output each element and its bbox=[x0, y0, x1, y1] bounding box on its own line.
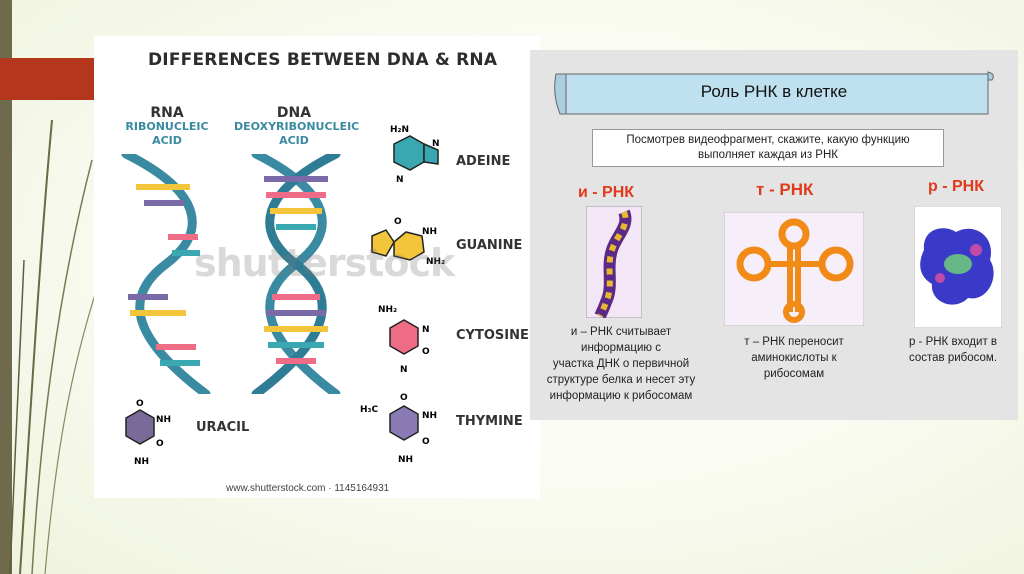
svg-text:NH: NH bbox=[156, 415, 171, 425]
trna-label: т - РНК bbox=[756, 180, 814, 199]
dna-heading: DNA DEOXYRIBONUCLEIC ACID bbox=[234, 105, 360, 147]
trna-cloverleaf-image bbox=[724, 212, 864, 326]
rna-strand-illustration bbox=[121, 154, 211, 394]
watermark: shutterstock bbox=[194, 241, 455, 285]
svg-text:NH: NH bbox=[422, 411, 437, 421]
cytosine-molecule-icon: NH₂ N O N bbox=[378, 305, 430, 375]
svg-text:NH: NH bbox=[398, 455, 413, 465]
svg-text:O: O bbox=[400, 393, 408, 403]
accent-bar bbox=[0, 58, 94, 100]
trna-description: т – РНК переносит аминокислоты к рибосом… bbox=[744, 336, 844, 380]
image-credit: www.shutterstock.com · 1145164931 bbox=[226, 483, 390, 494]
mrna-strand-image bbox=[586, 206, 642, 318]
svg-text:NH: NH bbox=[134, 457, 149, 467]
svg-text:N: N bbox=[422, 325, 430, 335]
guanine-molecule-icon: O NH NH₂ bbox=[371, 217, 445, 267]
svg-text:H₃C: H₃C bbox=[360, 405, 378, 415]
mrna-label: и - РНК bbox=[578, 184, 635, 201]
rna-heading: RNA RIBONUCLEIC ACID bbox=[125, 105, 209, 147]
question-box: Посмотрев видеофрагмент, скажите, какую … bbox=[592, 129, 944, 167]
svg-text:N: N bbox=[400, 365, 408, 375]
guanine-label: GUANINE bbox=[456, 238, 523, 253]
cytosine-label: CYTOSINE bbox=[456, 328, 529, 343]
ribosome-image bbox=[914, 206, 1002, 328]
adenine-label: ADEINE bbox=[456, 154, 511, 169]
svg-text:O: O bbox=[394, 217, 402, 227]
dna-helix-illustration bbox=[251, 154, 341, 394]
mrna-description: и – РНК считывает информацию с участка Д… bbox=[546, 326, 696, 402]
uracil-molecule-icon: O NH O NH bbox=[125, 399, 171, 467]
adenine-molecule-icon: H₂N N N bbox=[390, 125, 440, 185]
dna-rna-figure: DIFFERENCES BETWEEN DNA & RNA RNA RIBONU… bbox=[94, 36, 540, 498]
title-scroll-banner bbox=[554, 71, 994, 115]
svg-text:NH: NH bbox=[422, 227, 437, 237]
svg-text:O: O bbox=[136, 399, 144, 409]
rrna-label: р - РНК bbox=[928, 178, 984, 195]
svg-text:N: N bbox=[396, 175, 404, 185]
svg-text:H₂N: H₂N bbox=[390, 125, 409, 135]
svg-text:O: O bbox=[422, 347, 430, 357]
svg-text:NH₂: NH₂ bbox=[378, 305, 397, 315]
svg-text:NH₂: NH₂ bbox=[426, 257, 445, 267]
figure-title: DIFFERENCES BETWEEN DNA & RNA bbox=[148, 50, 498, 70]
svg-text:N: N bbox=[432, 139, 440, 149]
thymine-molecule-icon: H₃C O NH O NH bbox=[360, 393, 437, 465]
slide-title: Роль РНК в клетке bbox=[700, 82, 848, 101]
rna-role-slide: Роль РНК в клетке Посмотрев видеофрагмен… bbox=[530, 50, 1018, 420]
rrna-description: р - РНК входит в состав рибосом. bbox=[908, 336, 998, 364]
svg-text:O: O bbox=[156, 439, 164, 449]
left-stripe bbox=[0, 0, 12, 574]
svg-text:O: O bbox=[422, 437, 430, 447]
thymine-label: THYMINE bbox=[456, 414, 523, 429]
uracil-label: URACIL bbox=[196, 420, 250, 435]
